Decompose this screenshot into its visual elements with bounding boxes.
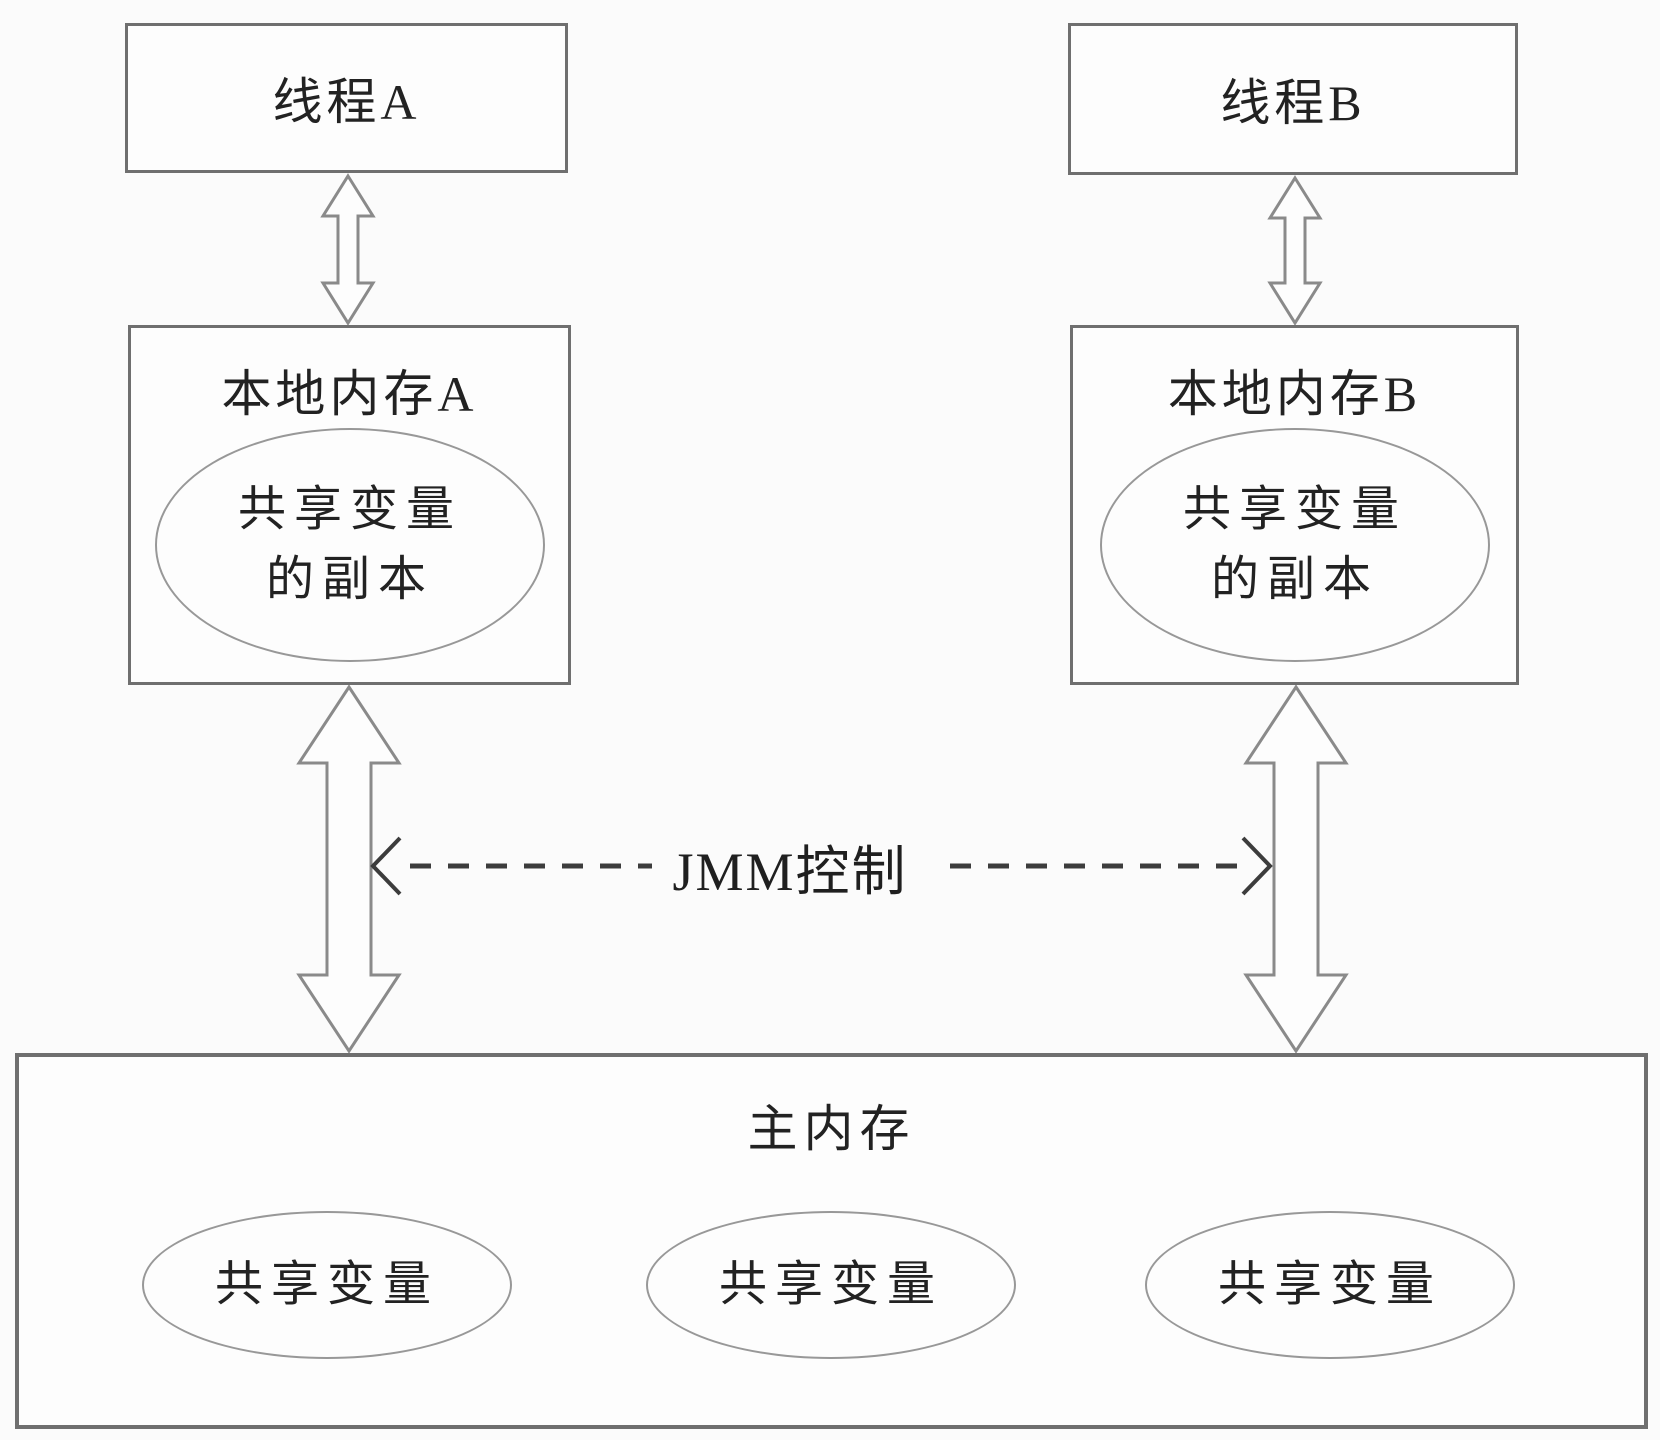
thread-a-box: 线程A xyxy=(125,23,568,173)
shared-variable-copy-a-line2: 的副本 xyxy=(265,553,434,606)
double-arrow-local-memory-a-main-memory xyxy=(296,684,402,1054)
shared-variable-copy-ellipse-a: 共享变量 的副本 xyxy=(155,428,545,662)
shared-variable-ellipse-3: 共享变量 xyxy=(1145,1211,1515,1359)
double-arrow-thread-b-local-memory-b xyxy=(1267,175,1323,326)
double-arrow-thread-a-local-memory-a xyxy=(320,173,376,326)
shared-variable-1-label: 共享变量 xyxy=(214,1258,439,1312)
local-memory-a-title: 本地内存A xyxy=(221,366,478,422)
shared-variable-copy-a-line1: 共享变量 xyxy=(237,483,462,537)
jmm-control-label: JMM控制 xyxy=(672,841,908,902)
thread-b-label: 线程B xyxy=(1220,75,1366,131)
shared-variable-3-label: 共享变量 xyxy=(1217,1258,1442,1312)
local-memory-b-title: 本地内存B xyxy=(1167,366,1422,422)
shared-variable-ellipse-1: 共享变量 xyxy=(142,1211,512,1359)
dashed-arrowhead-left-icon xyxy=(370,836,402,896)
shared-variable-2-label: 共享变量 xyxy=(718,1258,943,1312)
thread-b-box: 线程B xyxy=(1068,23,1518,175)
main-memory-title: 主内存 xyxy=(747,1101,916,1157)
shared-variable-copy-ellipse-b: 共享变量 的副本 xyxy=(1100,428,1490,662)
shared-variable-copy-b-line2: 的副本 xyxy=(1210,553,1379,606)
shared-variable-ellipse-2: 共享变量 xyxy=(646,1211,1016,1359)
thread-a-label: 线程A xyxy=(272,74,421,130)
double-arrow-local-memory-b-main-memory xyxy=(1243,684,1349,1054)
shared-variable-copy-b-line1: 共享变量 xyxy=(1182,483,1407,537)
dashed-arrowhead-right-icon xyxy=(1241,836,1273,896)
